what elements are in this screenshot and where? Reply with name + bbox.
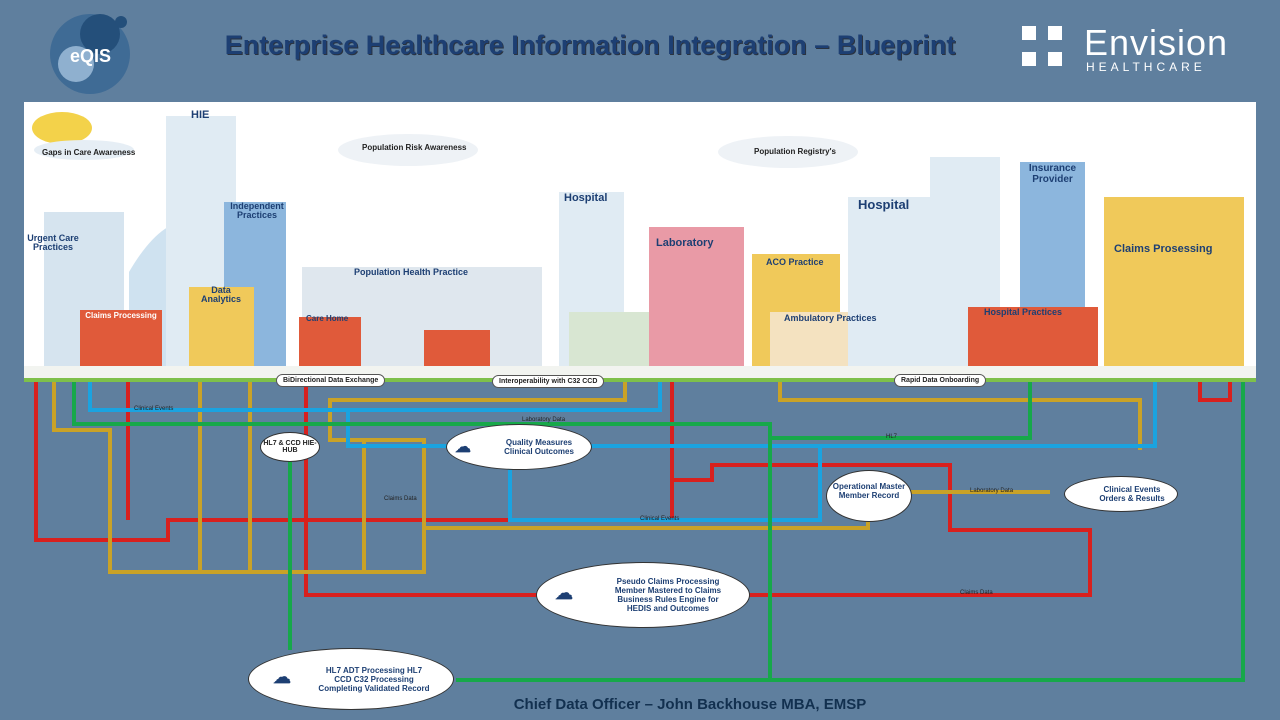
cloud-icon: ☁ (555, 583, 573, 603)
laboratory-label: Laboratory (656, 237, 714, 249)
operational-master-node: Operational Master Member Record (826, 470, 912, 522)
claims-line-1 (34, 382, 1092, 597)
rapid-onboarding-banner: Rapid Data Onboarding (894, 374, 987, 387)
envision-brand: Envision HEALTHCARE (1022, 22, 1242, 78)
aco-practice-label: ACO Practice (766, 257, 824, 267)
pseudo-claims-node: ☁ Pseudo Claims Processing Member Master… (536, 562, 750, 628)
line-label-clinical-2: Clinical Events (640, 516, 680, 522)
care-home-label: Care Home (306, 314, 349, 323)
independent-practices-label: Independent Practices (230, 201, 284, 221)
hospital-label-1: Hospital (564, 192, 608, 204)
population-health-label: Population Health Practice (354, 267, 469, 277)
cloud-icon: ☁ (455, 439, 471, 456)
urgent-care-label: Urgent Care Practices (27, 233, 79, 253)
pseudo-claims-text: Pseudo Claims Processing Member Mastered… (614, 577, 722, 613)
cloud-icon: ☁ (273, 667, 291, 687)
line-label-hl7: HL7 (886, 434, 898, 440)
ambulatory-practices-label: Ambulatory Practices (784, 313, 877, 323)
bidirectional-banner: BiDirectional Data Exchange (276, 374, 386, 387)
insurance-provider-label: Insurance Provider (1028, 163, 1077, 185)
lab-line-2 (424, 490, 1050, 530)
brand-name: Envision (1084, 22, 1229, 63)
hospital-practices-label: Hospital Practices (984, 307, 1063, 317)
claims-processing-label: Claims Processing (85, 311, 157, 320)
skyline-drawing (24, 112, 1256, 382)
hospital-label-2: Hospital (858, 197, 910, 212)
footer-credit: Chief Data Officer – John Backhouse MBA,… (513, 696, 867, 713)
line-label-clinical-1: Clinical Events (134, 406, 174, 412)
clinical-events-text: Clinical Events Orders & Results (1099, 485, 1165, 503)
claims-prosessing-label: Claims Prosessing (1114, 243, 1213, 255)
gaps-in-care-label: Gaps in Care Awareness (42, 148, 136, 157)
population-risk-label: Population Risk Awareness (362, 143, 467, 152)
hl7-line (72, 382, 772, 682)
line-label-lab-1: Laboratory Data (522, 417, 566, 423)
hie-label: HIE (191, 109, 210, 121)
quality-measures-node: ☁ Quality Measures Clinical Outcomes (446, 424, 592, 470)
hl7-adt-node: ☁ HL7 ADT Processing HL7 CCD C32 Process… (248, 648, 454, 710)
brand-mark-icon (1022, 26, 1062, 66)
clinical-line-1 (88, 382, 662, 412)
city-skyline: Gaps in Care Awareness Population Risk A… (24, 102, 1256, 382)
data-analytics-label: Data Analytics (200, 285, 242, 305)
claims-line-3 (1198, 382, 1232, 402)
clinical-events-node: Clinical Events Orders & Results (1064, 476, 1178, 512)
interoperability-banner: Interoperability with C32 CCD (492, 375, 605, 388)
brand-subtitle: HEALTHCARE (1086, 60, 1206, 74)
quality-text: Quality Measures Clinical Outcomes (504, 438, 574, 456)
hl7-adt-text: HL7 ADT Processing HL7 CCD C32 Processin… (318, 665, 430, 693)
population-registry-label: Population Registry's (754, 147, 836, 156)
line-label-claims-2: Claims Data (960, 590, 993, 596)
eqis-logo: eQIS (38, 8, 148, 96)
page-title: Enterprise Healthcare Information Integr… (224, 30, 956, 60)
line-label-claims-1: Claims Data (384, 496, 417, 502)
lab-line-1 (52, 382, 627, 574)
hl7-hub-node: HL7 & CCD HIE-HUB (260, 432, 320, 462)
operational-text: Operational Master Member Record (832, 482, 906, 500)
line-label-lab-2: Laboratory Data (970, 488, 1014, 494)
logo-text: eQIS (70, 46, 112, 66)
